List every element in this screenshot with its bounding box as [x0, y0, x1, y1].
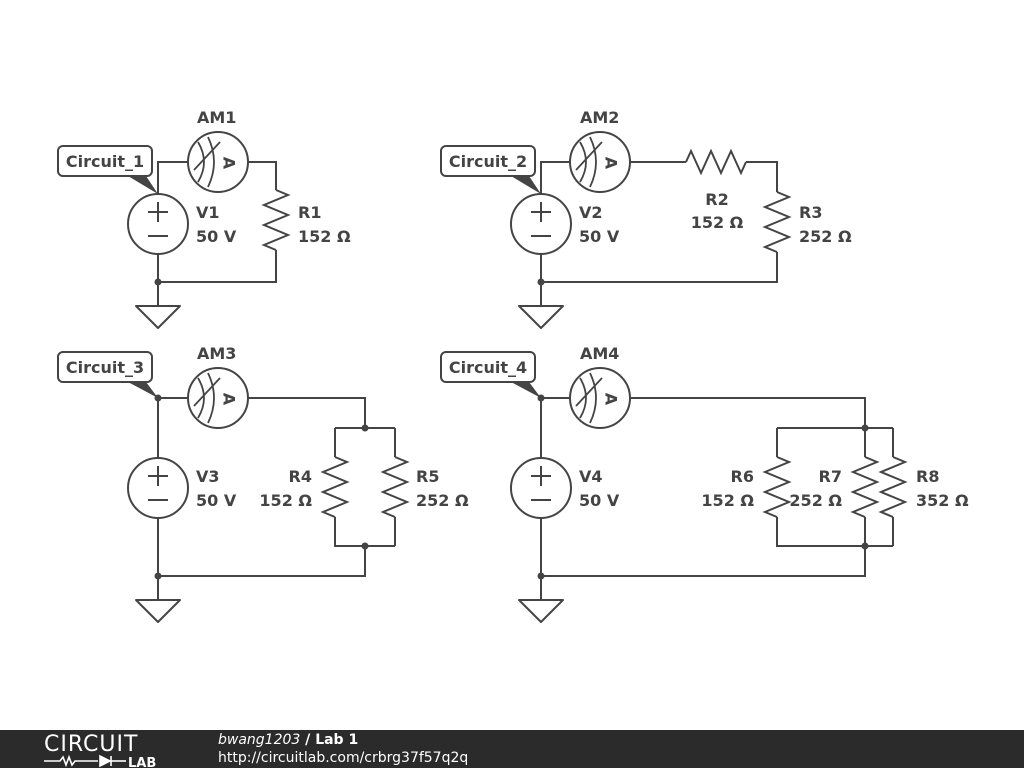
resistor-r1-zigzag: [261, 189, 291, 251]
source-value: 50 V: [196, 491, 237, 510]
ground-3: [135, 575, 181, 623]
net-tag-circuit-1: [57, 145, 153, 177]
resistor-value: 252 Ω: [799, 227, 852, 246]
net-tag-circuit-2: [440, 145, 536, 177]
junction-node: [361, 542, 369, 550]
resistor-name: R8: [916, 467, 939, 486]
ammeter-letter: A: [220, 393, 239, 406]
ground-2: [518, 281, 564, 329]
circuit-3: A AM3 V3 50 V R4 152 Ω R5 252 Ω Circuit_…: [57, 344, 469, 623]
resistor-r4-zigzag: [320, 456, 350, 518]
junction-node: [861, 424, 869, 432]
resistor-value: 252 Ω: [789, 491, 842, 510]
resistor-name: R7: [819, 467, 842, 486]
net-tag-label: Circuit_1: [66, 152, 144, 171]
voltage-source-v3: [127, 457, 189, 519]
logo-text-circuit: CIRCUIT: [44, 732, 138, 757]
logo-waveform-icon: [44, 754, 98, 768]
ground-1: [135, 281, 181, 329]
resistor-name: R5: [416, 467, 439, 486]
ammeter-label: AM3: [197, 344, 236, 363]
voltage-source-v2: [510, 193, 572, 255]
junction-node: [361, 424, 369, 432]
resistor-r8-zigzag: [878, 456, 908, 518]
junction-node: [537, 278, 545, 286]
junction-node: [861, 542, 869, 550]
junction-node: [154, 572, 162, 580]
resistor-r2-zigzag: [685, 148, 747, 176]
resistor-value: 152 Ω: [691, 213, 744, 232]
ammeter-label: AM4: [580, 344, 619, 363]
circuit-4: A AM4 V4 50 V R6 152 Ω R7 252 Ω R8 352 Ω…: [440, 344, 969, 623]
ammeter-label: AM1: [197, 108, 236, 127]
resistor-value: 252 Ω: [416, 491, 469, 510]
junction-node: [537, 572, 545, 580]
resistor-name: R2: [705, 190, 728, 209]
resistor-value: 152 Ω: [701, 491, 754, 510]
voltage-source-v1: [127, 193, 189, 255]
ground-4: [518, 575, 564, 623]
net-tag-label: Circuit_3: [66, 358, 144, 377]
resistor-r6-zigzag: [762, 456, 792, 518]
circuit-1: A AM1 V1 50 V R1 152 Ω Circuit_1: [57, 108, 351, 329]
project-url-link[interactable]: http://circuitlab.com/crbrg37f57q2q: [218, 750, 469, 766]
voltage-source-v4: [510, 457, 572, 519]
resistor-name: R4: [289, 467, 312, 486]
resistor-name: R1: [298, 203, 321, 222]
ammeter-letter: A: [602, 393, 621, 406]
resistor-value: 152 Ω: [259, 491, 312, 510]
source-value: 50 V: [196, 227, 237, 246]
source-name: V4: [579, 467, 603, 486]
net-tag-label: Circuit_4: [449, 358, 527, 377]
resistor-r7-zigzag: [850, 456, 880, 518]
footer-bar: CIRCUIT LAB bwang1203 / Lab 1 http://cir…: [0, 730, 1024, 768]
net-tag-circuit-4: [440, 351, 536, 383]
logo-diode-icon: [99, 754, 112, 768]
resistor-value: 352 Ω: [916, 491, 969, 510]
net-tag-circuit-3: [57, 351, 153, 383]
owner-username-link[interactable]: bwang1203: [218, 732, 301, 748]
ammeter-letter: A: [602, 157, 621, 170]
project-title-link[interactable]: Lab 1: [315, 732, 359, 748]
resistor-r5-zigzag: [380, 456, 410, 518]
path-separator: /: [300, 732, 316, 748]
resistor-value: 152 Ω: [298, 227, 351, 246]
resistor-name: R3: [799, 203, 822, 222]
junction-node: [154, 278, 162, 286]
ammeter-label: AM2: [580, 108, 619, 127]
source-value: 50 V: [579, 491, 620, 510]
net-tag-label: Circuit_2: [449, 152, 527, 171]
project-path: bwang1203 / Lab 1: [218, 732, 358, 748]
source-value: 50 V: [579, 227, 620, 246]
schematic-canvas: A AM1 V1 50 V R1 152 Ω Circuit_1 A AM2 V…: [57, 108, 969, 623]
source-name: V3: [196, 467, 220, 486]
source-name: V2: [579, 203, 603, 222]
resistor-r3-zigzag: [762, 191, 792, 253]
circuit-2: A AM2 V2 50 V R2 152 Ω R3 252 Ω Circuit_…: [440, 108, 852, 329]
resistor-name: R6: [731, 467, 754, 486]
source-name: V1: [196, 203, 220, 222]
logo-text-lab: LAB: [128, 756, 156, 768]
ammeter-letter: A: [220, 157, 239, 170]
circuitlab-logo[interactable]: CIRCUIT LAB: [40, 730, 180, 768]
